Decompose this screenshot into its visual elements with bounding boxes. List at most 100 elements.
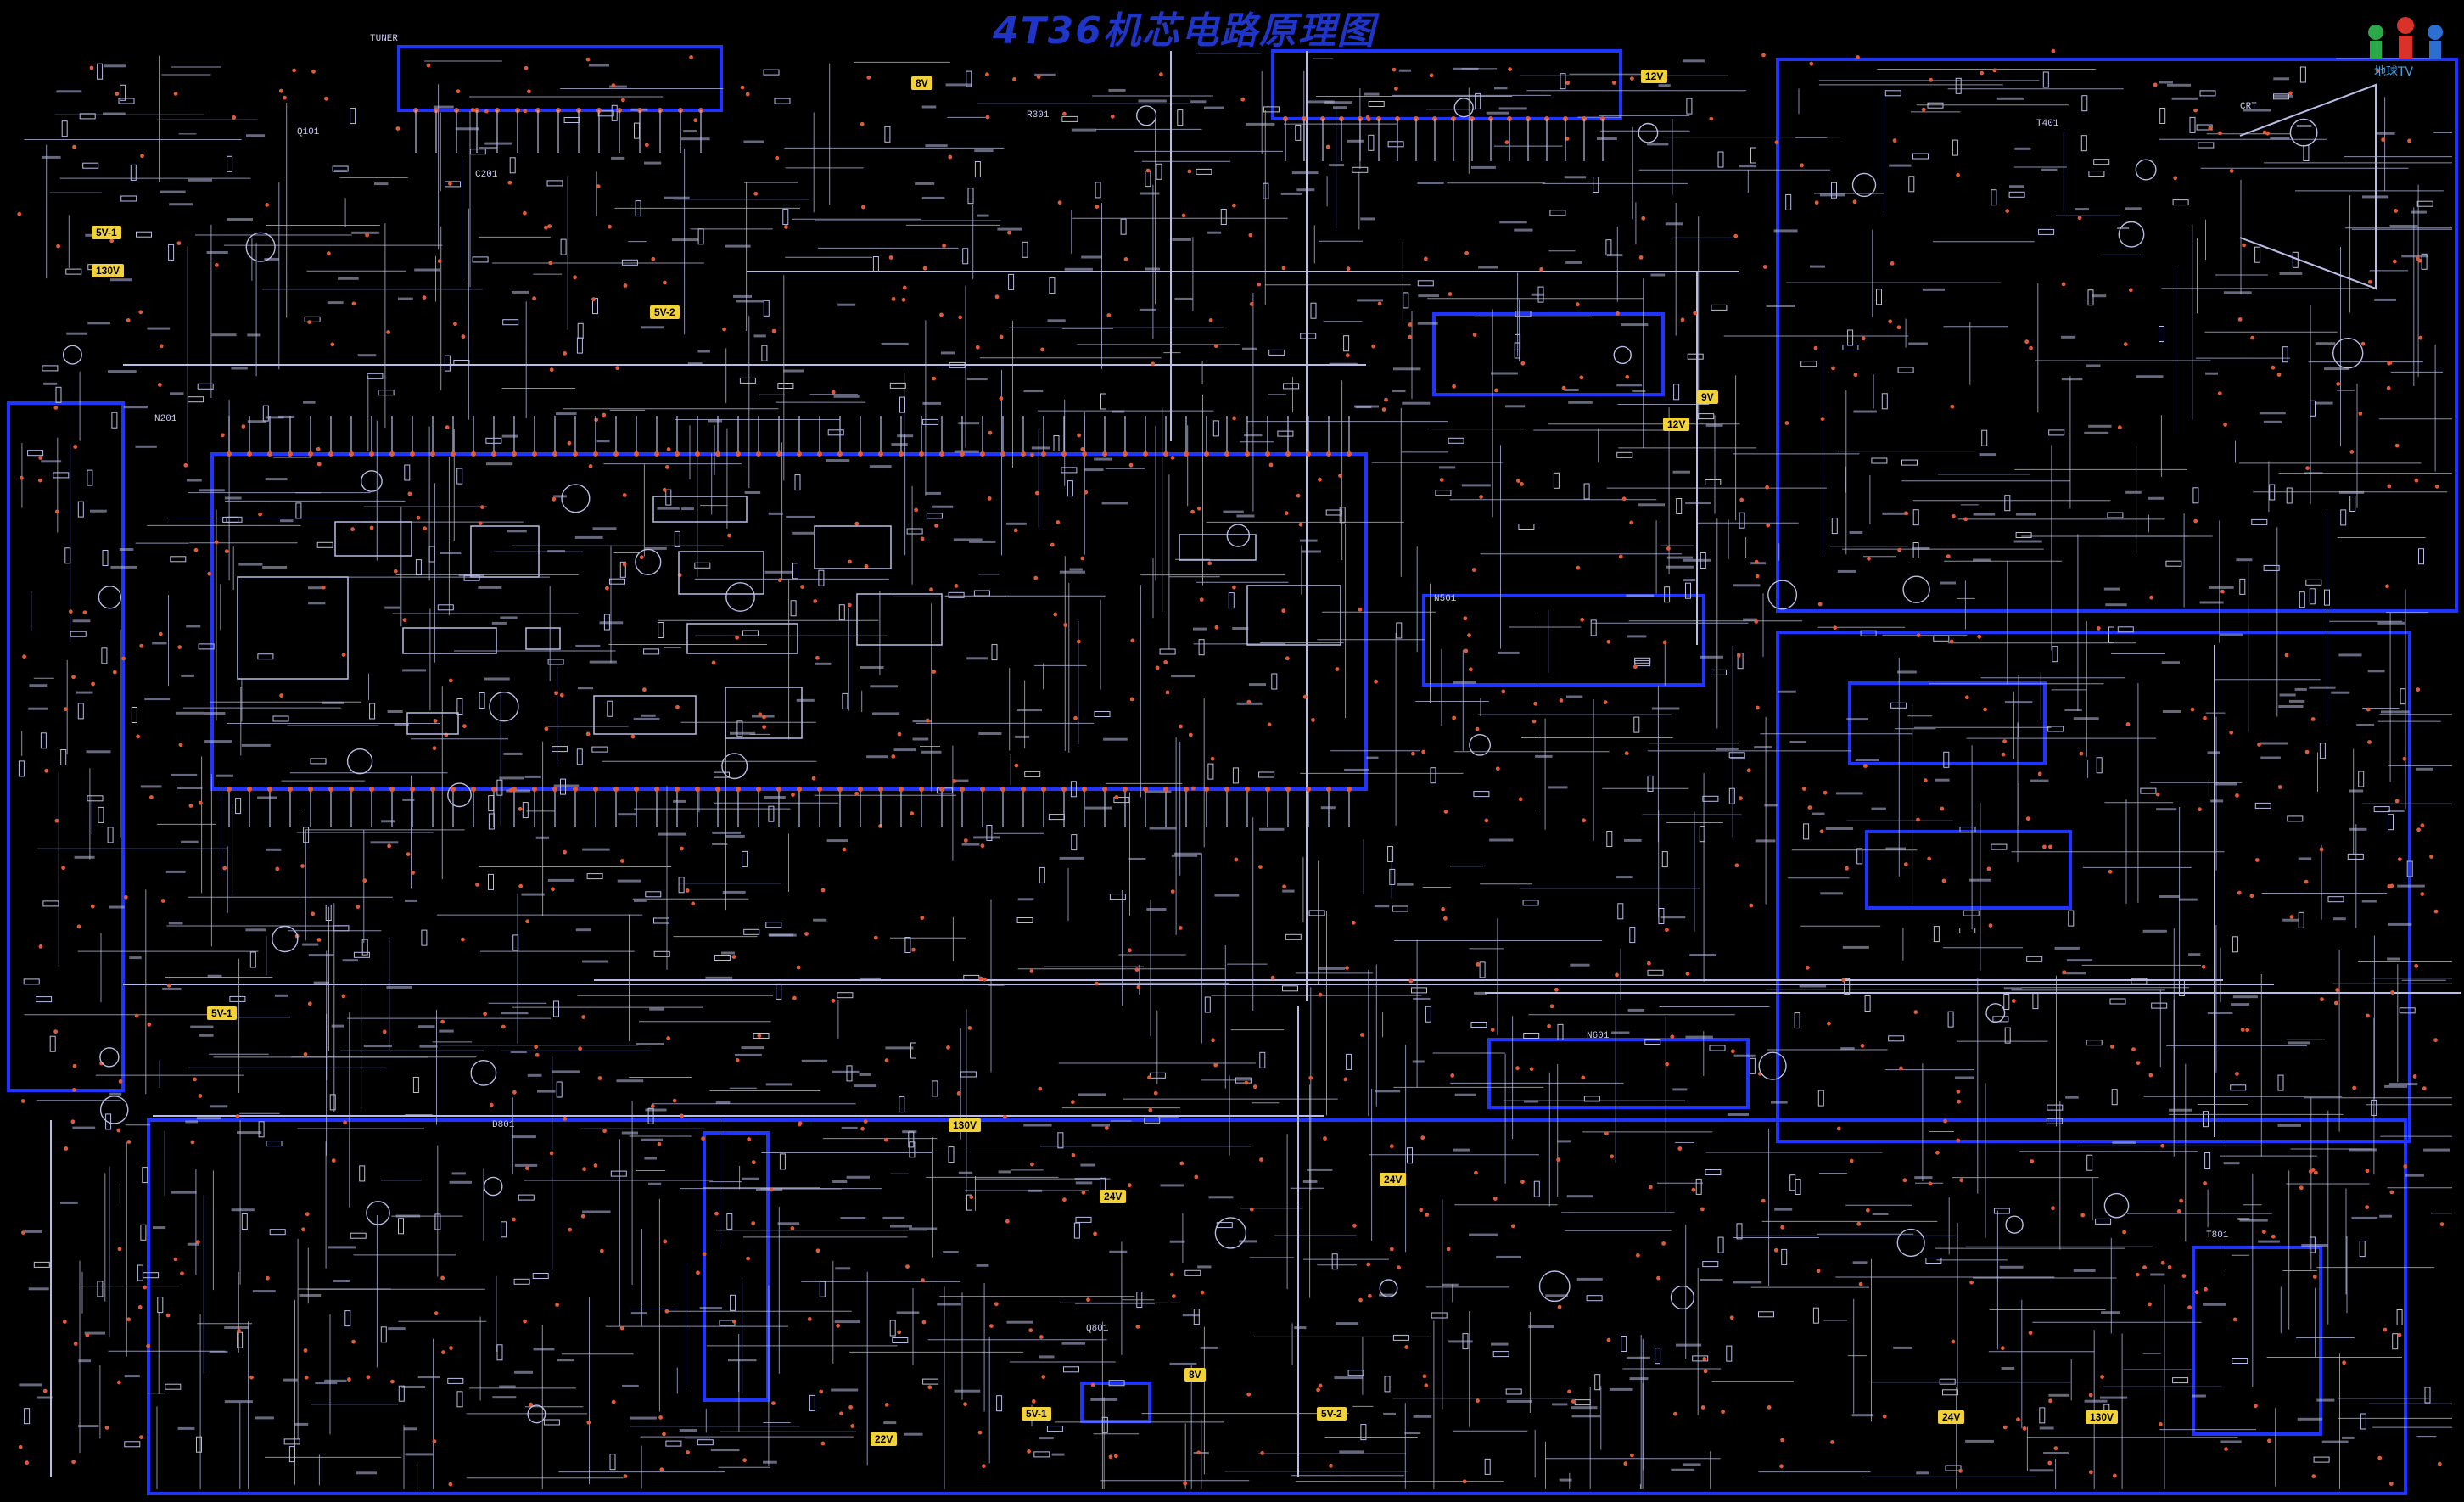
label-stroke [1064,267,1093,271]
label-stroke [237,1131,262,1135]
junction-node [836,1323,841,1328]
transistor-symbol [1613,345,1632,365]
label-stroke [280,519,294,523]
label-stroke [512,1135,536,1139]
resistor-symbol [353,951,370,958]
label-stroke [1232,627,1249,630]
junction-node [1841,978,1846,983]
label-stroke [1357,299,1383,302]
label-stroke [512,290,529,294]
resistor-symbol [367,373,384,379]
junction-node [1178,926,1183,930]
resistor-symbol [235,798,242,815]
resistor-symbol [1711,304,1728,311]
ic-pin-node [1204,787,1209,792]
label-stroke [2084,431,2109,434]
label-stroke [611,156,625,160]
resistor-symbol [1583,483,1590,500]
junction-node [2342,1360,2347,1365]
label-stroke [2159,81,2173,84]
label-stroke [43,382,58,385]
junction-node [76,924,81,929]
resistor-symbol [1522,900,1539,906]
junction-node [1033,575,1039,580]
junction-node [921,1320,927,1325]
label-stroke [42,155,61,159]
label-stroke [881,342,909,345]
label-stroke [1496,1255,1521,1258]
resistor-symbol [1661,851,1668,868]
junction-node [873,935,878,940]
resistor-symbol [1647,969,1664,976]
junction-node [2433,909,2439,914]
resistor-symbol [1705,1169,1722,1175]
label-stroke [2315,342,2336,345]
transistor-symbol [1453,98,1474,118]
label-stroke [2220,1440,2242,1443]
resistor-symbol [1789,1174,1796,1191]
junction-node [2011,999,2016,1003]
junction-node [1377,301,1382,306]
resistor-symbol [2140,787,2157,794]
junction-node [623,283,628,288]
ic-pin-node [960,787,965,792]
junction-node [861,205,865,210]
junction-node [22,654,26,659]
label-stroke [333,1280,350,1282]
junction-node [2002,1425,2008,1430]
label-stroke [2338,490,2365,494]
label-stroke [1017,898,1034,901]
label-stroke [152,642,167,645]
label-stroke [87,322,111,325]
junction-node [307,320,312,324]
label-stroke [733,294,753,298]
junction-node [64,1146,69,1151]
resistor-symbol [2347,853,2364,860]
label-stroke [1091,1124,1110,1127]
junction-node [1927,856,1932,861]
resistor-symbol [1235,1077,1252,1084]
junction-node [596,184,601,189]
label-stroke [381,820,395,823]
label-stroke [2088,424,2112,428]
label-stroke [2125,207,2142,210]
resistor-symbol [2298,911,2304,928]
label-stroke [1023,390,1044,393]
resistor-symbol [1177,109,1184,126]
junction-node [1739,796,1743,800]
junction-node [619,1325,624,1331]
resistor-symbol [1196,168,1212,175]
ic-pin-node [1245,787,1250,792]
junction-node [1520,482,1524,486]
junction-node [1318,992,1323,997]
label-stroke [2103,587,2120,591]
junction-node [691,901,696,906]
resistor-symbol [434,1213,441,1230]
label-stroke [370,841,399,844]
junction-node [623,1474,628,1478]
transistor-symbol [1896,1228,1925,1258]
junction-node [864,563,869,569]
junction-node [2414,963,2419,968]
label-stroke [1320,806,1336,810]
junction-node [1863,764,1868,768]
resistor-symbol [496,779,503,796]
resistor-symbol [1655,1348,1661,1365]
label-stroke [575,928,591,932]
junction-node [1702,1357,1707,1361]
label-stroke [1597,137,1617,140]
label-stroke [832,1180,848,1183]
junction-node [1005,1219,1010,1224]
junction-node [597,1076,602,1080]
resistor-symbol [472,256,489,263]
label-stroke [2207,751,2220,754]
label-stroke [107,370,137,373]
junction-node [2394,443,2400,448]
junction-node [523,210,527,216]
resistor-symbol [1430,767,1436,784]
junction-node [1408,978,1414,984]
label-stroke [1504,405,1526,408]
transistor-symbol [1379,1279,1398,1298]
junction-node [532,296,536,300]
label-stroke [1571,1415,1601,1418]
